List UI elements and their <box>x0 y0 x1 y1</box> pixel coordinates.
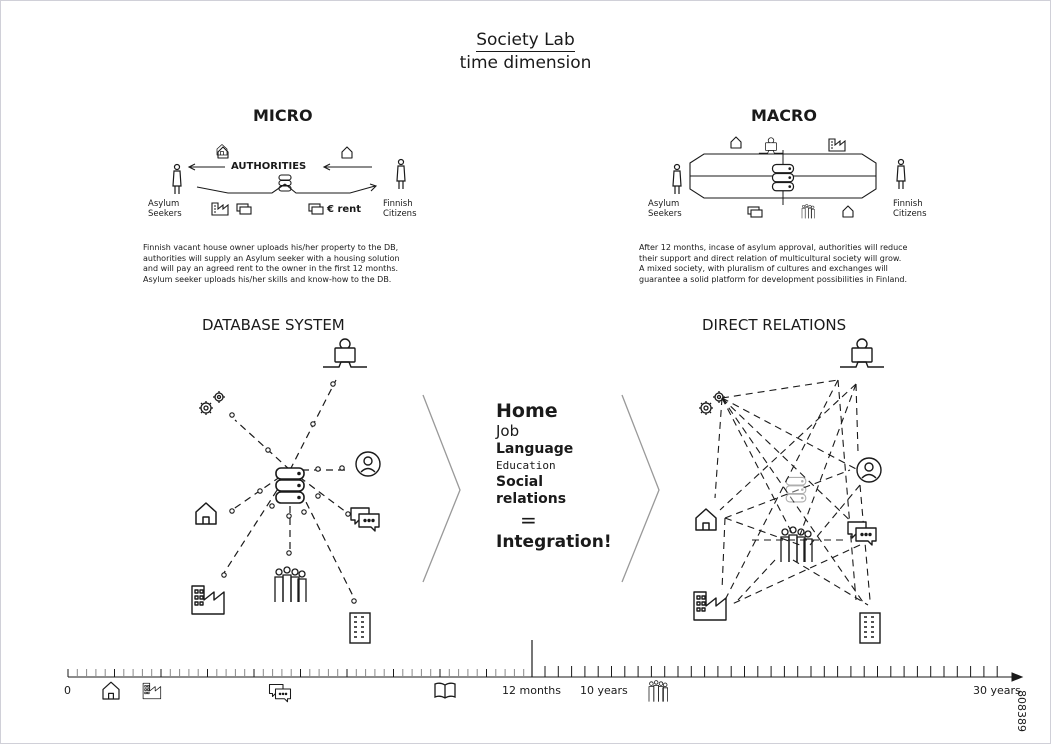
integration-word-list: Home Job Language Education Social relat… <box>496 400 612 552</box>
timeline <box>67 640 1024 682</box>
word-relations: relations <box>496 491 567 507</box>
person-icon <box>355 451 381 477</box>
micro-citizen-person-icon <box>396 158 406 190</box>
direct-relations-network <box>714 379 871 606</box>
macro-citizen-person-icon <box>896 158 906 190</box>
word-job: Job <box>496 422 520 440</box>
word-social: Social <box>496 474 544 490</box>
chevron-left-divider <box>422 394 461 583</box>
macro-database-icon <box>771 163 795 192</box>
building-icon <box>349 612 371 644</box>
chat-icon <box>350 507 380 532</box>
macro-citizens-label-2: Citizens <box>893 209 927 219</box>
building-icon-right <box>859 612 881 644</box>
timeline-book-icon <box>434 682 456 699</box>
micro-money-icon-2 <box>308 203 324 215</box>
macro-money-icon <box>747 206 763 218</box>
word-education: Education <box>496 459 556 472</box>
equals-sign: = <box>520 508 537 532</box>
timeline-chat-icon <box>268 683 292 703</box>
micro-asylum-label-2: Seekers <box>148 209 182 219</box>
page-title: Society Lab <box>476 30 575 52</box>
rent-label: € rent <box>327 204 362 215</box>
person-icon-right <box>856 457 882 483</box>
chevron-right-divider <box>621 394 660 583</box>
timeline-label-start: 0 <box>64 684 71 697</box>
micro-database-icon <box>278 174 292 192</box>
micro-citizens-label-1: Finnish <box>383 199 413 209</box>
micro-house-icon-2 <box>341 146 353 159</box>
macro-citizens-label-1: Finnish <box>893 199 923 209</box>
micro-graphic <box>172 144 406 216</box>
word-language: Language <box>496 441 574 457</box>
micro-factory-icon <box>211 202 229 216</box>
macro-asylum-person-icon <box>672 163 682 195</box>
timeline-people-icon <box>648 680 668 702</box>
micro-description: Finnish vacant house owner uploads his/h… <box>143 243 400 284</box>
macro-heading: MACRO <box>751 106 817 125</box>
database-icon <box>275 467 305 504</box>
micro-asylum-label-1: Asylum <box>148 199 180 209</box>
micro-heading: MICRO <box>253 106 313 125</box>
timeline-label-12-months: 12 months <box>502 684 561 697</box>
factory-icon-right <box>693 591 727 621</box>
house-icon-right <box>695 508 717 531</box>
word-home: Home <box>496 400 558 422</box>
micro-citizens-label-2: Citizens <box>383 209 417 219</box>
macro-asylum-label-2: Seekers <box>648 209 682 219</box>
timeline-factory-icon <box>142 682 162 700</box>
page-subtitle: time dimension <box>459 53 592 73</box>
gear-icon <box>198 390 226 416</box>
computer-user-icon <box>322 338 368 368</box>
timeline-label-10-years: 10 years <box>580 684 628 697</box>
word-integration: Integration! <box>496 532 612 552</box>
people-group-icon <box>274 566 307 603</box>
timeline-label-30-years: 30 years <box>973 684 1021 697</box>
macro-factory-icon <box>828 138 846 152</box>
micro-money-icon-1 <box>236 203 252 215</box>
chat-icon-right <box>847 521 877 546</box>
people-group-icon-right <box>780 526 813 563</box>
macro-asylum-label-1: Asylum <box>648 199 680 209</box>
faded-database-icon <box>785 476 807 503</box>
macro-description: After 12 months, incase of asylum approv… <box>639 243 908 284</box>
micro-asylum-person-icon <box>172 163 182 195</box>
database-system-connectors <box>221 381 357 604</box>
timeline-house-icon <box>102 681 120 700</box>
authorities-label: AUTHORITIES <box>231 161 307 172</box>
factory-icon <box>191 585 225 615</box>
house-icon <box>195 502 217 525</box>
direct-relations-heading: DIRECT RELATIONS <box>702 316 847 334</box>
macro-house-icon-2 <box>842 205 854 218</box>
computer-user-icon-right <box>839 338 885 368</box>
database-system-heading: DATABASE SYSTEM <box>202 316 345 334</box>
macro-graphic <box>672 136 906 219</box>
macro-house-icon-1 <box>730 136 742 149</box>
macro-computer-icon <box>758 137 784 154</box>
macro-people-icon <box>801 204 815 219</box>
